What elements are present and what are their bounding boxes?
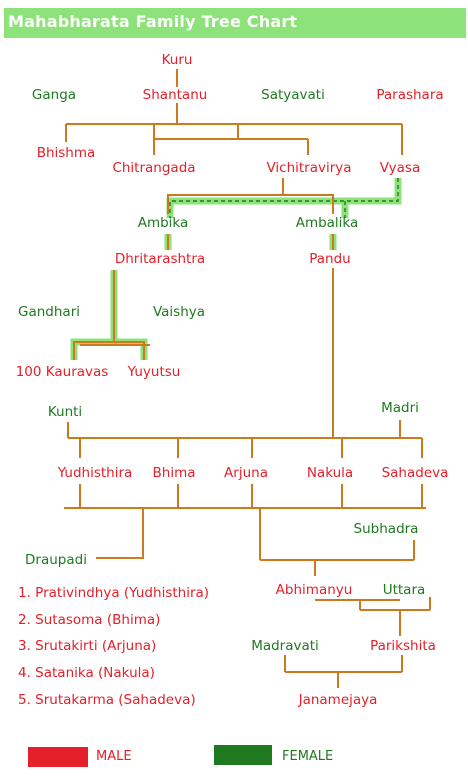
draupadi-son-4: 4. Satanika (Nakula) [18, 665, 155, 681]
person-madravati: Madravati [251, 638, 319, 654]
person-ambalika: Ambalika [295, 215, 359, 231]
highlight-lines [70, 178, 402, 360]
person-draupadi: Draupadi [25, 552, 87, 568]
person-madri: Madri [381, 400, 419, 416]
draupadi-son-2: 2. Sutasoma (Bhima) [18, 612, 161, 628]
person-nakula: Nakula [306, 465, 354, 481]
draupadi-son-5: 5. Srutakarma (Sahadeva) [18, 692, 196, 708]
person-vichitravirya: Vichitravirya [266, 160, 352, 176]
person-vaishya: Vaishya [152, 304, 206, 320]
highlight-dashes [169, 178, 399, 218]
person-bhishma: Bhishma [36, 145, 96, 161]
person-100-kauravas: 100 Kauravas [15, 364, 109, 380]
person-dhritarashtra: Dhritarashtra [114, 251, 206, 267]
person-kuru: Kuru [161, 52, 193, 68]
highlight-core [73, 234, 334, 360]
chart-title: Mahabharata Family Tree Chart [8, 12, 298, 31]
person-chitrangada: Chitrangada [112, 160, 196, 176]
person-janamejaya: Janamejaya [298, 692, 378, 708]
person-pandu: Pandu [309, 251, 351, 267]
legend-male-label: MALE [96, 749, 132, 764]
person-sahadeva: Sahadeva [381, 465, 449, 481]
person-subhadra: Subhadra [353, 521, 419, 537]
person-gandhari: Gandhari [18, 304, 80, 320]
person-ambika: Ambika [137, 215, 189, 231]
person-satyavati: Satyavati [261, 87, 325, 103]
legend-female-swatch [214, 745, 272, 765]
draupadi-son-3: 3. Srutakirti (Arjuna) [18, 638, 157, 654]
person-bhima: Bhima [152, 465, 196, 481]
title-bar [4, 8, 466, 38]
person-abhimanyu: Abhimanyu [275, 582, 353, 598]
person-parikshita: Parikshita [370, 638, 436, 654]
person-yuyutsu: Yuyutsu [127, 364, 181, 380]
legend-female-label: FEMALE [282, 749, 334, 764]
person-uttara: Uttara [382, 582, 426, 598]
person-arjuna: Arjuna [224, 465, 268, 481]
family-lines [64, 69, 431, 688]
person-shantanu: Shantanu [142, 87, 208, 103]
person-vyasa: Vyasa [379, 160, 421, 176]
person-parashara: Parashara [376, 87, 444, 103]
person-yudhisthira: Yudhisthira [57, 465, 133, 481]
person-kunti: Kunti [47, 404, 83, 420]
person-ganga: Ganga [31, 87, 77, 103]
draupadi-son-1: 1. Prativindhya (Yudhisthira) [18, 585, 210, 601]
legend-male-swatch [28, 747, 88, 767]
